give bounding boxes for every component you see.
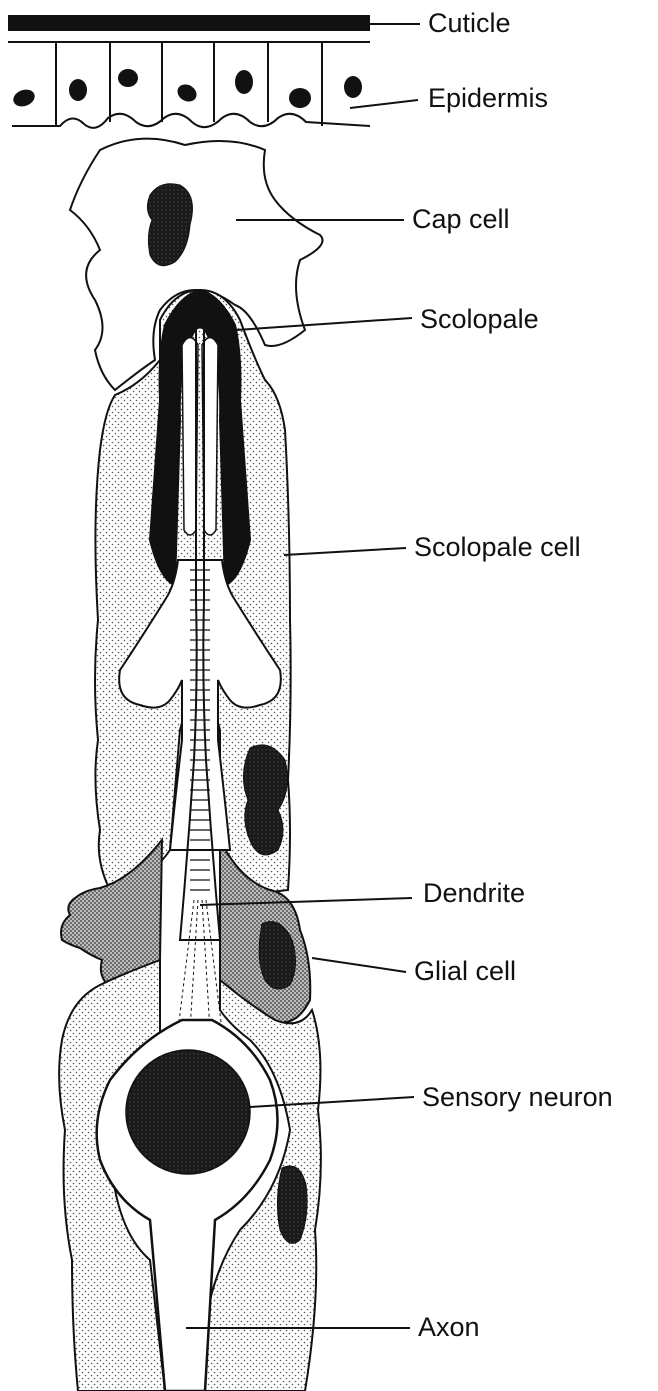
label-cuticle: Cuticle [428, 10, 511, 37]
leader-scolopale-cell [284, 548, 406, 555]
leader-epidermis [350, 100, 418, 108]
label-scolopale-cell: Scolopale cell [414, 534, 581, 561]
label-dendrite: Dendrite [423, 880, 525, 907]
scolopale-cell-nucleus [243, 745, 287, 855]
label-epidermis: Epidermis [428, 85, 548, 112]
label-cap-cell: Cap cell [412, 206, 510, 233]
sensory-neuron-nucleus [126, 1050, 250, 1174]
sheath-cell-nucleus [277, 1166, 307, 1243]
label-scolopale: Scolopale [420, 306, 539, 333]
label-sensory-neuron: Sensory neuron [422, 1084, 613, 1111]
label-glial-cell: Glial cell [414, 958, 516, 985]
epidermis-layer [8, 42, 370, 128]
cuticle-layer [8, 15, 370, 31]
leader-glial-cell [312, 958, 406, 972]
epidermis-nuclei [11, 69, 362, 109]
label-axon: Axon [418, 1314, 480, 1341]
